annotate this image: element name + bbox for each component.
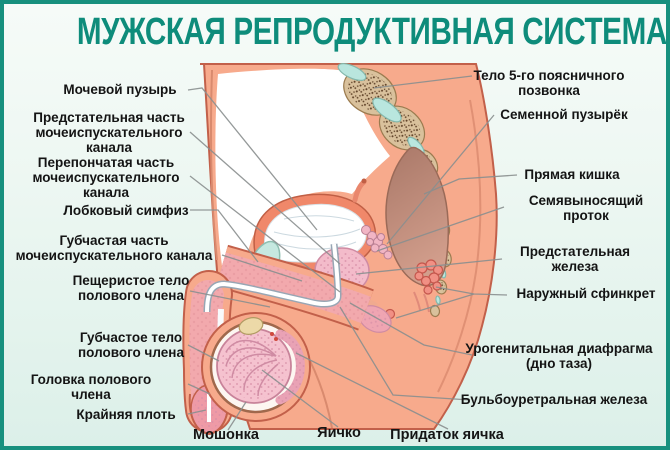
label-l5-vertebra: Тело 5-го поясничного позвонка (473, 68, 625, 98)
abdominal-cavity (215, 68, 390, 266)
anal-canal (413, 291, 430, 313)
label-foreskin: Крайняя плоть (76, 407, 176, 422)
label-corpus-cavernosum: Пещеристое тело полового члена (72, 273, 190, 303)
label-external-sphincter: Наружный сфинкрет (516, 286, 656, 301)
label-seminal-vesicle: Семенной пузырёк (500, 107, 628, 122)
leader-lines (187, 75, 518, 431)
label-scrotum: Мошонка (193, 427, 259, 443)
seminal-vesicle (361, 225, 393, 260)
label-spongy-urethra: Губчастая часть мочеиспускательного кана… (15, 233, 213, 263)
label-epididymis: Придаток яичка (390, 427, 504, 443)
label-prostatic-urethra: Предстательная часть мочеиспускательного… (33, 110, 185, 155)
label-vas-deferens: Семявыносящий проток (528, 193, 644, 223)
rectum (385, 146, 450, 287)
scrotum-testicle (201, 312, 311, 422)
label-bulbourethral-gland: Бульбоуретральная железа (460, 392, 648, 407)
label-prostate-gland: Предстательная железа (519, 244, 630, 274)
label-urinary-bladder: Мочевой пузырь (63, 82, 177, 97)
poster-title: МУЖСКАЯ РЕПРОДУКТИВНАЯ СИСТЕМА (76, 11, 667, 53)
anatomy-illustration (182, 63, 518, 436)
label-pubic-symphysis: Лобковый симфиз (63, 203, 189, 218)
label-rectum: Прямая кишка (524, 167, 620, 182)
label-corpus-spongiosum: Губчастое тело полового члена (78, 330, 184, 360)
label-glans-penis: Головка полового члена (30, 372, 152, 402)
label-membranous-urethra: Перепончатая часть мочеиспускательного к… (32, 155, 180, 200)
label-testicle: Яичко (317, 425, 361, 441)
label-urogenital-diaphragm: Урогенитальная диафрагма (дно таза) (465, 341, 653, 371)
